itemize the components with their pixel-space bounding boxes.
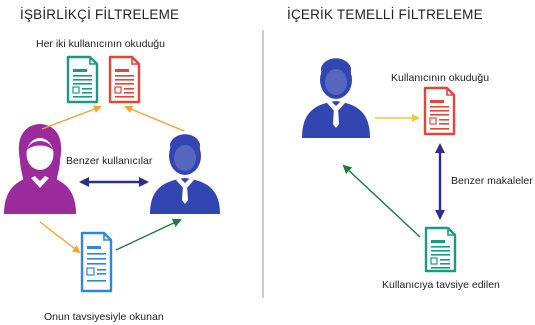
right-bottom-teal-document-icon — [424, 226, 457, 273]
left-middle-caption: Benzer kullanıcılar — [66, 155, 153, 167]
arrow-blue-to-docs — [124, 105, 185, 132]
right-top-red-document-icon — [423, 86, 456, 136]
left-top-caption: Her iki kullanıcının okuduğu — [36, 38, 165, 50]
right-top-caption: Kullanıcının okuduğu — [391, 72, 490, 84]
left-bottom-caption: Onun tavsiyesiyle okunan — [44, 311, 164, 323]
purple-user-icon — [4, 124, 76, 214]
arrow-recommended-to-blue-user — [115, 218, 182, 251]
right-bottom-caption: Kullanıcıya tavsiye edilen — [382, 279, 500, 291]
left-bottom-blue-document-icon — [80, 231, 113, 293]
arrow-purple-to-recommended — [39, 221, 81, 254]
blue-user-icon-left — [150, 134, 220, 214]
left-panel-title: İŞBİRLİKÇİ FİLTRELEME — [20, 7, 180, 22]
blue-user-icon-right — [302, 58, 370, 138]
right-side-caption: Benzer makaleler — [451, 175, 533, 187]
arrow-recommended-to-user — [342, 164, 421, 238]
left-top-red-document-icon — [108, 55, 141, 104]
right-panel-title: İÇERİK TEMELLİ FİLTRELEME — [287, 7, 483, 22]
arrow-purple-to-docs — [41, 105, 102, 130]
left-top-teal-document-icon — [66, 55, 99, 104]
